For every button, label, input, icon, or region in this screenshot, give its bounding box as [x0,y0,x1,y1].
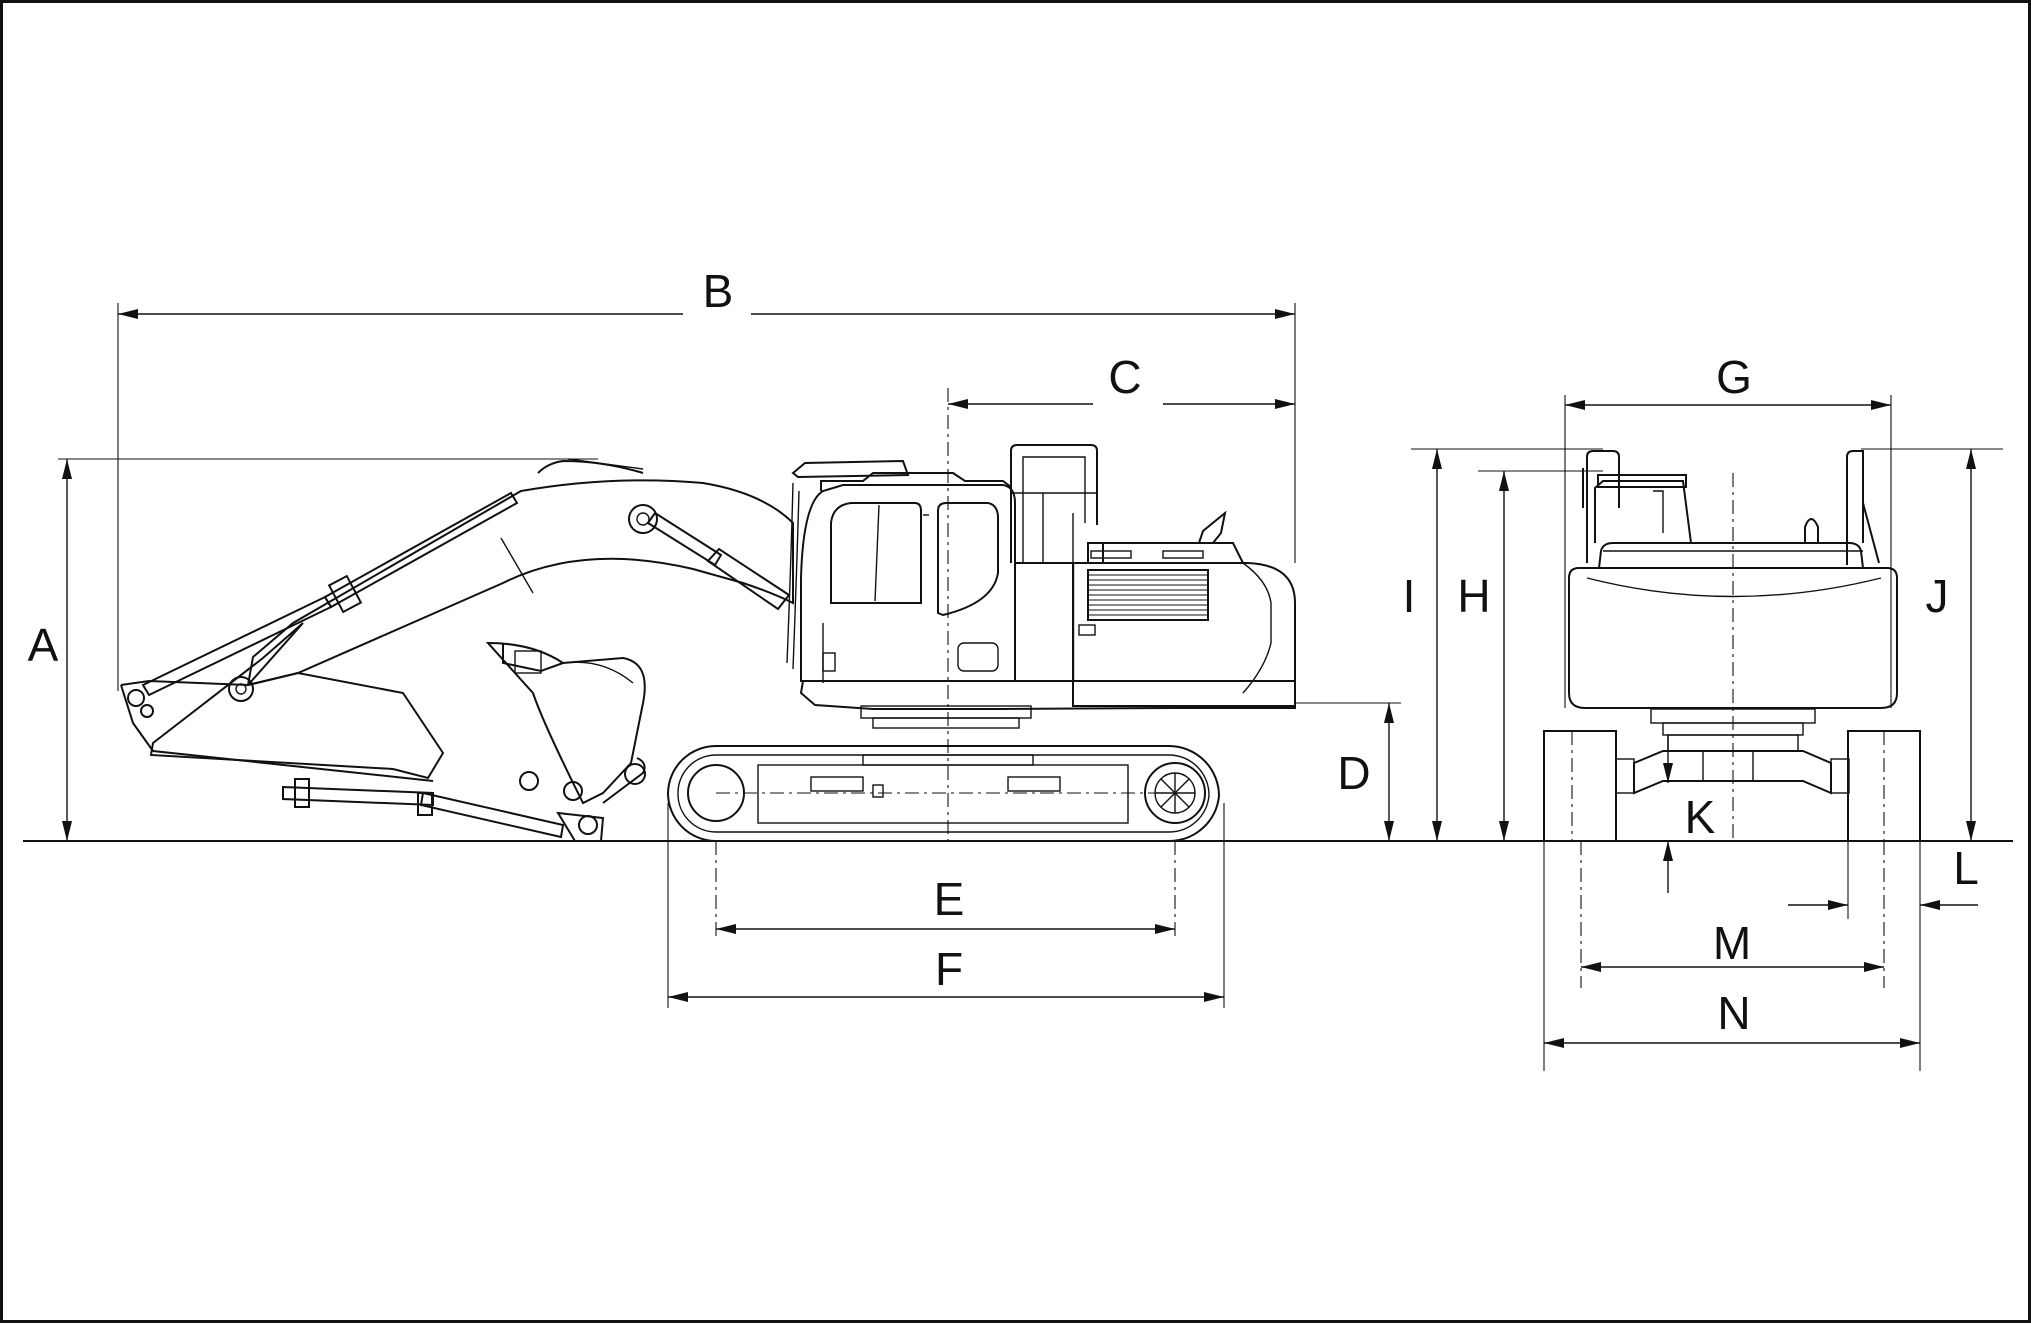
handrail [1010,444,1098,563]
track-frame [666,745,1221,843]
label-c: C [1108,351,1141,403]
label-b: B [703,265,734,317]
label-k: K [1685,791,1716,843]
exhaust-stack [1198,510,1227,544]
rear-engine-hood [1598,542,1864,569]
label-h: H [1457,570,1490,622]
cab-roof-guard [791,459,910,479]
cab-front-window [830,502,922,604]
label-j: J [1926,570,1949,622]
bucket-cylinder [282,785,434,807]
side-view-excavator [120,444,1296,843]
boom-pin [628,504,658,534]
arm [120,622,445,780]
dimension-lines [62,309,1978,1048]
label-g: G [1716,351,1752,403]
label-n: N [1717,987,1750,1039]
reference-lines [58,303,2003,1071]
rear-exhaust [1804,518,1819,543]
swing-ring [860,705,1032,719]
excavator-dimension-drawing: B C A D E F G I H J K L M N [23,265,2013,1071]
label-l: L [1953,842,1979,894]
label-i: I [1403,570,1416,622]
bucket-pin [624,763,646,785]
rear-left-handrail [1586,450,1620,563]
dimension-labels: B C A D E F G I H J K L M N [28,265,1979,1039]
sprocket-wheel [1144,762,1206,824]
counterweight [1072,562,1296,707]
label-d: D [1337,747,1370,799]
label-f: F [935,943,963,995]
bucket [485,641,646,805]
upper-structure-base [799,680,1296,710]
boom-cylinder [646,511,723,567]
rear-right-handrail [1846,450,1864,565]
engine-hood [1087,542,1244,564]
rear-counterweight [1568,567,1898,709]
arm-boom-pin [228,676,254,702]
rear-cab [1594,480,1692,544]
boom-top-hose [537,459,644,474]
cab-door-window [937,502,999,617]
track-side-plate [757,764,1129,824]
boom [246,479,794,687]
cab-door-handle-plate [957,642,999,672]
left-track [1543,730,1617,842]
label-m: M [1713,917,1751,969]
rear-view-excavator [1543,450,1921,842]
label-a: A [28,619,59,671]
label-e: E [934,873,965,925]
operator-cab [800,484,1016,682]
